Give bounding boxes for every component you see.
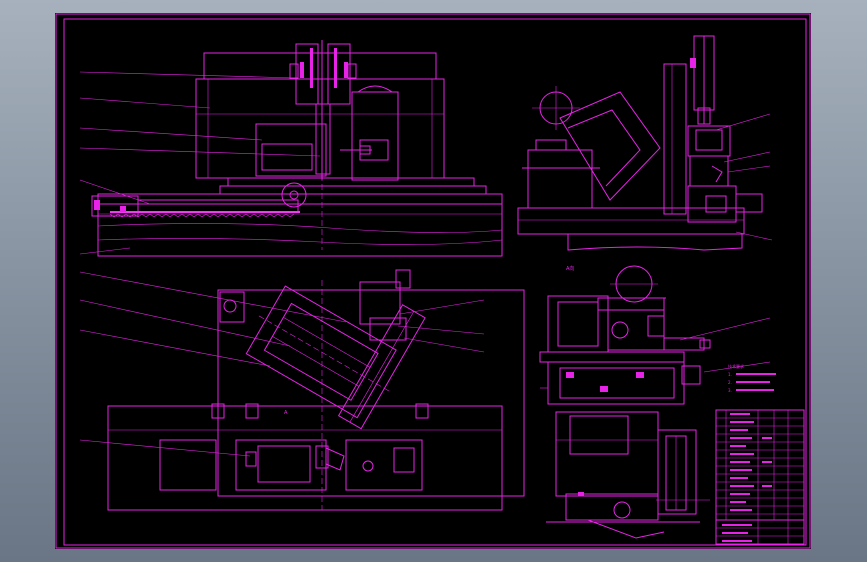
top-view: A [79, 269, 525, 511]
notes-heading: 技术要求 [728, 363, 744, 369]
front-view [79, 40, 503, 257]
section-a-view: A向 [539, 265, 771, 405]
section-mark: A向 [566, 265, 574, 272]
drawing-sheet [55, 13, 811, 549]
svg-text:A: A [284, 410, 288, 416]
bottom-side-view [546, 411, 710, 539]
inner-border [63, 18, 807, 546]
note-3: 3. [728, 388, 732, 393]
technical-notes: 技术要求 1. 2. 3. [728, 363, 776, 393]
title-block [715, 409, 805, 545]
note-2: 2. [728, 380, 732, 385]
side-view [517, 35, 773, 251]
note-1: 1. [728, 372, 732, 377]
outer-frame [55, 13, 811, 549]
